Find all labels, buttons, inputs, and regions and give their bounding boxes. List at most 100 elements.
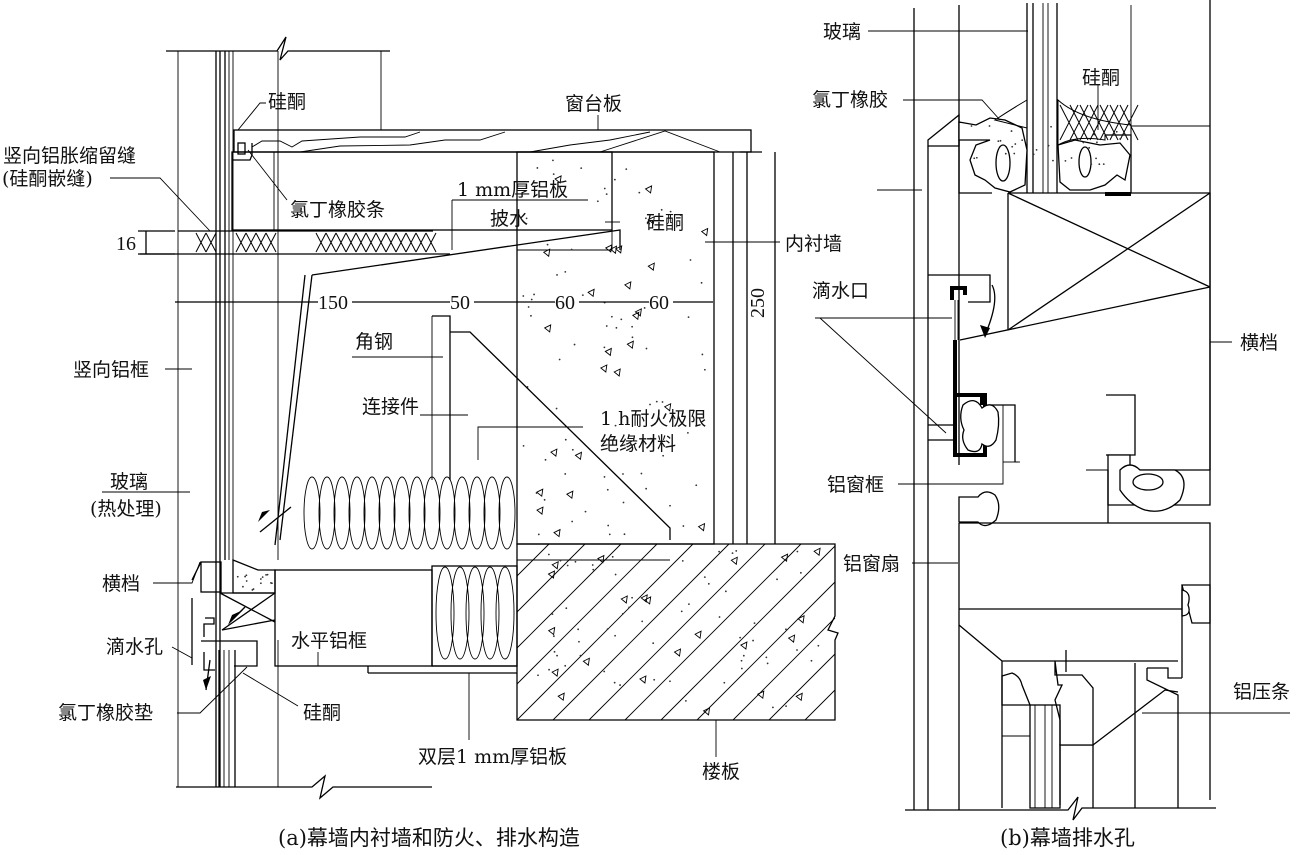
insulation-loop: [498, 476, 516, 550]
aggregate-dot: [703, 576, 706, 579]
aggregate-dot: [688, 603, 690, 606]
caption-a: (a)幕墙内衬墙和防火、排水构造: [278, 826, 580, 850]
aggregate-dot: [565, 607, 568, 610]
dim-250: 250: [747, 288, 769, 318]
aggregate-dot: [988, 125, 991, 127]
label-double-al-plate: 双层1 mm厚铝板: [418, 746, 567, 768]
aggregate-mark: [620, 595, 628, 604]
insulation-loop: [468, 476, 486, 550]
crosshatch-line: [355, 232, 367, 253]
crosshatch-line: [195, 232, 207, 253]
aggregate-dot: [703, 368, 706, 371]
glass-pane: [218, 51, 236, 787]
aggregate-dot: [648, 222, 651, 225]
crosshatch-line: [1089, 104, 1109, 141]
aggregate-dot: [739, 636, 742, 639]
label-drip-outlet: 滴水口: [812, 280, 869, 302]
aggregate-dot: [527, 306, 530, 308]
dim-50: 50: [450, 292, 470, 314]
label-window-sill: 窗台板: [565, 93, 622, 115]
aggregate-dot: [1102, 163, 1105, 166]
aggregate-dot: [718, 550, 721, 553]
crosshatch-line: [1059, 104, 1079, 141]
leader-lines: [102, 102, 780, 757]
aggregate-dot: [1035, 149, 1038, 151]
aggregate-mark: [547, 626, 556, 636]
aggregate-mark: [574, 451, 583, 461]
crosshatch-line: [1119, 104, 1139, 141]
aluminum-flashing: [274, 199, 621, 546]
crosshatch-line: [385, 232, 397, 253]
aggregate-dot: [817, 644, 820, 647]
dimension-lines: [138, 151, 762, 544]
aggregate-dot: [548, 668, 550, 671]
aggregate-dot: [559, 559, 562, 562]
aggregate-dot: [707, 582, 710, 585]
aggregate-dot: [724, 590, 727, 593]
aggregate-dot: [270, 582, 272, 584]
label-neoprene-strip: 氯丁橡胶条: [290, 199, 385, 221]
aggregate-dot: [245, 574, 248, 577]
figure-b: [815, 0, 1290, 821]
crosshatch-line: [255, 232, 267, 253]
aggregate-mark: [797, 614, 805, 624]
label-transom-b: 横档: [1240, 332, 1278, 354]
aggregate-dot: [564, 664, 567, 667]
aggregate-dot: [638, 191, 641, 194]
aggregate-dot: [596, 200, 599, 203]
aggregate-mark: [613, 368, 621, 377]
aggregate-dot: [661, 401, 664, 403]
aggregate-mark: [535, 488, 544, 498]
aggregate-dot: [644, 217, 647, 220]
dim-gap: 16: [116, 233, 136, 255]
insulation-loop: [423, 476, 441, 550]
aggregate-dot: [973, 157, 976, 160]
aggregate-dot: [571, 448, 574, 451]
slab-hatch-line: [516, 543, 550, 577]
aggregate-dot: [1115, 130, 1118, 133]
aggregate-dot: [579, 654, 582, 657]
aggregate-dot: [259, 578, 262, 580]
label-expansion-joint-2: (硅酮嵌缝): [2, 168, 93, 190]
bottom-break-line: [905, 796, 1216, 821]
aggregate-dot: [607, 524, 610, 527]
aggregate-mark: [557, 692, 565, 702]
label-glass-2: (热处理): [90, 498, 162, 520]
crosshatch-line: [265, 232, 277, 253]
aggregate-dot: [623, 533, 626, 536]
aggregate-dot: [552, 173, 555, 176]
crosshatch-line: [405, 232, 417, 253]
aggregate-dot: [997, 140, 1000, 143]
aggregate-dot: [799, 571, 802, 574]
insulation-loop: [348, 476, 366, 550]
label-al-pressure-strip: 铝压条: [1233, 681, 1290, 703]
aggregate-dot: [261, 576, 264, 578]
aggregate-dot: [1119, 137, 1122, 140]
aggregate-dot: [613, 178, 616, 181]
aggregate-dot: [766, 662, 769, 665]
aggregate-mark: [550, 448, 558, 457]
aggregate-dot: [614, 424, 617, 427]
aggregate-mark: [643, 596, 652, 605]
crosshatch-line: [235, 232, 247, 253]
neoprene-gasket: [927, 98, 1139, 810]
aggregate-dot: [251, 589, 254, 591]
aggregate-dot: [669, 504, 671, 507]
label-horizontal-al-frame: 水平铝框: [291, 630, 367, 652]
aggregate-mark: [697, 522, 706, 532]
vertical-aluminum-frame: [177, 51, 221, 787]
crosshatch-line: [325, 232, 337, 253]
slab-hatch-line: [588, 543, 766, 721]
aggregate-dot: [564, 473, 567, 475]
aggregate-mark: [626, 340, 634, 350]
aggregate-dot: [552, 159, 554, 162]
crosshatch-line: [365, 232, 377, 253]
aggregate-dot: [1050, 125, 1052, 128]
captions: (a)幕墙内衬墙和防火、排水构造 (b)幕墙排水孔: [278, 826, 1135, 850]
insulation-loop: [363, 476, 381, 550]
aluminum-window-frame: [958, 125, 1211, 810]
aggregate-dot: [810, 659, 813, 662]
aggregate-dot: [669, 210, 672, 213]
aggregate-dot: [752, 639, 754, 642]
aggregate-mark: [553, 528, 561, 538]
